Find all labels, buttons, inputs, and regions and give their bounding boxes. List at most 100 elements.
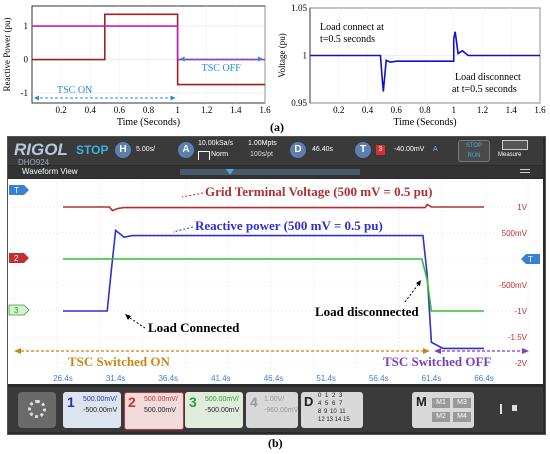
- mem-depth[interactable]: 1.00Mpts: [248, 140, 277, 147]
- ch1-number: 1: [67, 394, 75, 410]
- digital-row-1: 0 1 2 3: [318, 393, 343, 399]
- y-tick-label: 1.05: [291, 3, 307, 13]
- digital-label: D: [304, 394, 314, 409]
- math-m4[interactable]: M4: [453, 412, 471, 422]
- ch1-tile[interactable]: [63, 392, 121, 428]
- x-tick-label: 1: [452, 105, 457, 115]
- speaker-icon[interactable]: [512, 405, 517, 411]
- y-axis-label: Reactive Power (pu): [2, 18, 12, 92]
- trigger-source: A: [433, 146, 438, 153]
- timebase-marker: [226, 169, 234, 175]
- x-axis-label: Time (Seconds): [117, 117, 180, 128]
- x-axis-label: Time (Seconds): [393, 117, 456, 128]
- ch4-offset: -960.00mV: [264, 407, 299, 414]
- ch3-tile[interactable]: [185, 392, 243, 428]
- tsc-on-arrowhead-left: [34, 95, 39, 101]
- panel-b-label: (b): [268, 436, 283, 450]
- ch2-number: 2: [128, 394, 136, 410]
- x-tick-label: 1.6: [259, 105, 271, 115]
- tsc-off-arrowhead-right: [258, 56, 263, 62]
- y-tick-label: -1: [21, 88, 29, 98]
- tsc-off-label: TSC OFF: [202, 63, 242, 74]
- ch1-scale: 500.00mV/: [83, 396, 117, 403]
- math-m3[interactable]: M3: [453, 398, 471, 408]
- x-tick-label: 0.2: [56, 105, 67, 115]
- series-line-0: [310, 31, 540, 92]
- x-tick-label: 0.4: [85, 105, 97, 115]
- y-tick-label: 1: [303, 51, 308, 61]
- y-tick-label: 1: [24, 21, 29, 31]
- y-tick-label: 0: [24, 55, 29, 65]
- x-tick-label: 1.2: [477, 105, 488, 115]
- scope-stop-status: STOP: [76, 143, 109, 157]
- x-tick-label: 0.2: [333, 105, 344, 115]
- x-tick-label: 0.6: [114, 105, 126, 115]
- tsc-on-label: TSC ON: [57, 85, 92, 96]
- annotation-load-disconnect-1: Load disconnect: [455, 72, 521, 83]
- stop-run-button[interactable]: STOP RUN: [458, 140, 490, 162]
- ch2-offset: 500.00mV: [144, 407, 176, 414]
- scope-brand: RIGOL: [14, 140, 68, 159]
- trigger-channel: 3: [376, 145, 385, 155]
- x-tick-label: 1.6: [534, 105, 546, 115]
- digital-tile[interactable]: [301, 392, 363, 428]
- scope-plot-area: [8, 179, 543, 384]
- y-tick-label: 0.95: [291, 98, 307, 108]
- ch1-offset: -500.00mV: [83, 407, 118, 414]
- measure-button[interactable]: Measure: [498, 152, 522, 158]
- annotation-load-connect-2: t=0.5 seconds: [320, 34, 375, 45]
- sample-rate[interactable]: 10.00kSa/s: [198, 140, 234, 147]
- annotation-load-connect-1: Load connect at: [320, 22, 384, 33]
- series-line-1: [32, 25, 265, 61]
- ch2-scale: 500.00mV/: [144, 396, 178, 403]
- panel-a-label: (a): [270, 120, 284, 134]
- x-tick-label: 0.8: [419, 105, 431, 115]
- x-tick-label: 1.2: [201, 105, 212, 115]
- series-line-0: [32, 13, 265, 86]
- math-m2[interactable]: M2: [432, 412, 450, 422]
- ch4-number: 4: [250, 394, 258, 410]
- x-tick-label: 0.6: [391, 105, 403, 115]
- measure-icon: [502, 140, 528, 150]
- menu-icon[interactable]: [520, 169, 530, 170]
- t-icon[interactable]: T: [355, 142, 371, 158]
- waveform-view-title: Waveform View: [22, 167, 78, 176]
- math-label: M: [416, 394, 427, 409]
- annotation-load-disconnect-2: at t=0.5 seconds: [452, 84, 517, 95]
- math-m1[interactable]: M1: [432, 398, 450, 408]
- d-icon[interactable]: D: [290, 142, 306, 158]
- y-axis-label: Voltage (pu): [277, 33, 287, 78]
- h-icon[interactable]: H: [115, 142, 131, 158]
- ch2-tile[interactable]: [124, 392, 184, 430]
- ch4-scale: 1.00V/: [264, 396, 285, 403]
- scope-top-bar: [8, 137, 543, 165]
- usb-icon: [500, 404, 502, 414]
- pulse-icon: [198, 151, 210, 160]
- x-tick-label: 1.4: [230, 105, 242, 115]
- x-tick-label: 0.4: [362, 105, 374, 115]
- d-delay-value[interactable]: 46.40s: [312, 146, 334, 153]
- tsc-on-arrowhead-right: [170, 95, 176, 101]
- h-scale-value[interactable]: 5.00s/: [136, 146, 156, 153]
- scope-model: DHO924: [18, 158, 50, 167]
- ch3-scale: 500.00mV/: [205, 396, 239, 403]
- gear-icon-inner: [28, 400, 46, 418]
- time-per-point: 100s/pt: [250, 151, 273, 158]
- ch4-tile[interactable]: [246, 392, 298, 428]
- tsc-off-arrowhead-left: [179, 56, 185, 62]
- x-tick-label: 0.8: [143, 105, 155, 115]
- digital-row-4: 12 13 14 15: [318, 417, 350, 423]
- digital-row-3: 8 9 10 11: [318, 409, 346, 415]
- ch3-number: 3: [189, 394, 197, 410]
- ch3-offset: -500.00mV: [205, 407, 240, 414]
- timebase-position-bar[interactable]: [180, 169, 360, 175]
- trigger-level[interactable]: -40.00mV: [394, 146, 425, 153]
- x-tick-label: 1.4: [506, 105, 518, 115]
- acq-mode[interactable]: Norm: [211, 151, 229, 158]
- a-icon[interactable]: A: [178, 142, 194, 158]
- x-tick-label: 1: [175, 105, 180, 115]
